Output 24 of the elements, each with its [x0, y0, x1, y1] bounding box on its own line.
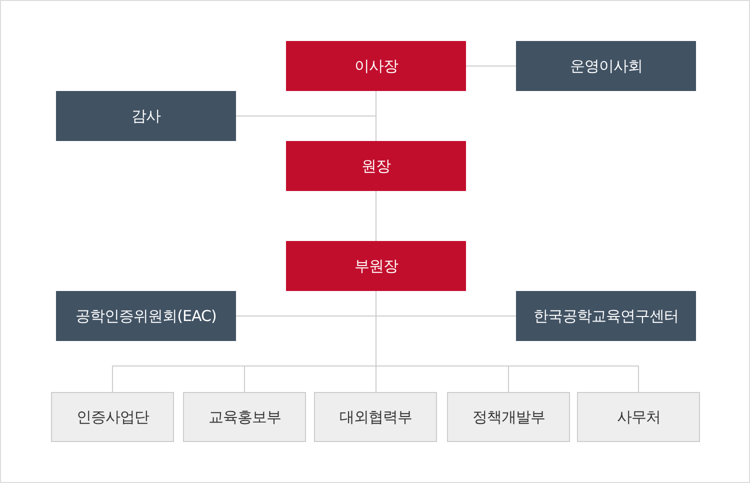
- box-label: 사무처: [616, 408, 660, 426]
- department-box: [314, 392, 437, 442]
- box-label: 감사: [132, 106, 160, 126]
- position-box: [56, 91, 236, 141]
- box-label: 정책개발부: [472, 408, 545, 426]
- position-box: [516, 41, 696, 91]
- department-box: [51, 392, 174, 442]
- box-label: 공학인증위원회(EAC): [76, 306, 216, 326]
- department-box: [577, 392, 700, 442]
- department-box: [183, 392, 306, 442]
- position-box: [286, 241, 466, 291]
- box-label: 이사장: [354, 56, 398, 76]
- box-label: 운영이사회: [570, 56, 642, 76]
- position-box: [286, 41, 466, 91]
- box-label: 원장: [362, 156, 390, 176]
- box-label: 인증사업단: [76, 408, 149, 426]
- box-label: 교육홍보부: [208, 408, 281, 426]
- department-box: [447, 392, 570, 442]
- position-box: [286, 141, 466, 191]
- box-label: 한국공학교육연구센터: [534, 306, 678, 326]
- box-label: 대외협력부: [339, 408, 412, 426]
- box-label: 부원장: [354, 256, 398, 276]
- position-box: [56, 291, 236, 341]
- position-box: [516, 291, 696, 341]
